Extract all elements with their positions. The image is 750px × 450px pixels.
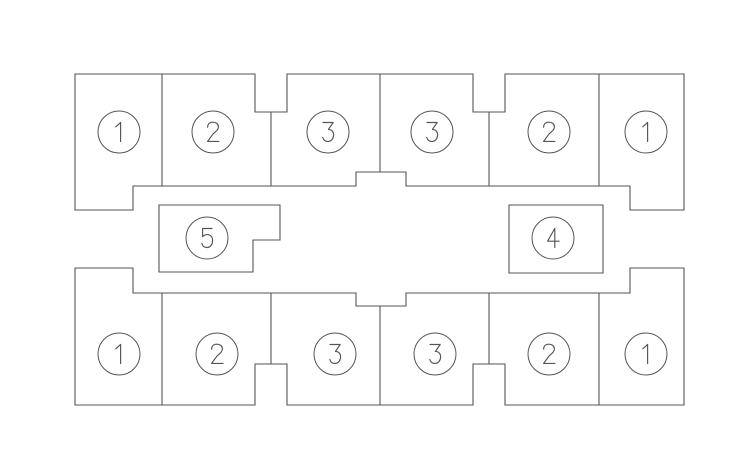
unit-badge-unit-2-bottom-right [527, 332, 571, 376]
unit-number-1 [115, 121, 122, 143]
outline-unit-4-box [508, 204, 604, 274]
unit-number-1 [115, 343, 122, 365]
unit-number-3 [329, 343, 342, 365]
unit-circle-icon [97, 110, 141, 154]
unit-badge-unit-5-middle-left [185, 216, 229, 260]
unit-badge-unit-1-top-right [624, 110, 668, 154]
unit-number-5 [201, 227, 214, 249]
unit-circle-icon [624, 332, 668, 376]
unit-number-3 [429, 343, 442, 365]
unit-circle-icon [97, 332, 141, 376]
unit-badge-unit-1-top-left [97, 110, 141, 154]
outline-unit-5-box [158, 204, 281, 273]
unit-badge-unit-1-bottom-left [97, 332, 141, 376]
unit-circle-icon [531, 216, 575, 260]
unit-badge-unit-1-bottom-right [624, 332, 668, 376]
unit-circle-icon [306, 110, 350, 154]
unit-number-1 [642, 121, 649, 143]
unit-number-2 [211, 343, 224, 364]
unit-number-3 [322, 121, 335, 143]
unit-badge-unit-2-top-right [527, 110, 571, 154]
unit-circle-icon [624, 110, 668, 154]
unit-badge-unit-3-bottom-left [313, 332, 357, 376]
unit-circle-icon [191, 110, 235, 154]
unit-circle-icon [195, 332, 239, 376]
unit-badge-unit-3-top-left [306, 110, 350, 154]
unit-number-2 [543, 343, 556, 364]
unit-circle-icon [527, 332, 571, 376]
unit-badges-layer [97, 110, 668, 376]
outline-top-block [74, 73, 685, 211]
unit-badge-unit-3-top-right [410, 110, 454, 154]
unit-circle-icon [410, 110, 454, 154]
unit-circle-icon [185, 216, 229, 260]
unit-badge-unit-3-bottom-right [413, 332, 457, 376]
outline-bottom-block [74, 267, 685, 406]
unit-number-1 [642, 343, 649, 365]
unit-circle-icon [413, 332, 457, 376]
unit-number-2 [207, 121, 220, 142]
unit-number-2 [543, 121, 556, 142]
unit-number-3 [426, 121, 439, 143]
unit-badge-unit-2-top-left [191, 110, 235, 154]
unit-number-4 [547, 227, 560, 249]
unit-circle-icon [527, 110, 571, 154]
unit-badge-unit-4-middle-right [531, 216, 575, 260]
unit-circle-icon [313, 332, 357, 376]
unit-badge-unit-2-bottom-left [195, 332, 239, 376]
